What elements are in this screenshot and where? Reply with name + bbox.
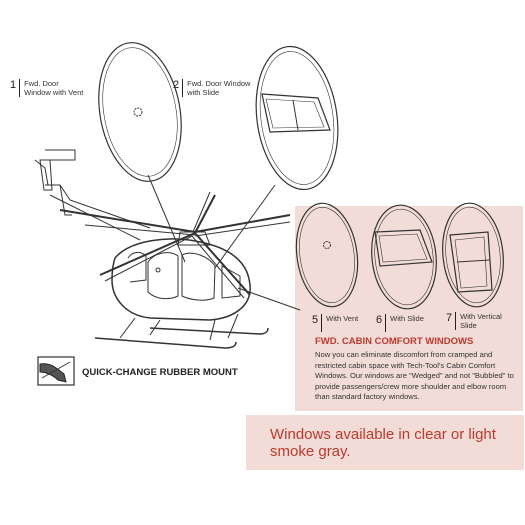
window-vent-icon [98, 42, 182, 182]
callout-number: 7 [446, 312, 453, 324]
window-vertical-slide-icon [442, 202, 504, 308]
divider [19, 79, 21, 97]
callout-number: 5 [312, 314, 319, 326]
callout-5: 5 With Vent [312, 314, 366, 332]
divider [321, 314, 323, 332]
panel-title: FWD. CABIN COMFORT WINDOWS [315, 336, 474, 347]
callout-label: Fwd. Door Window with Vent [24, 79, 84, 97]
callout-number: 1 [10, 79, 17, 91]
callout-6: 6 With Slide [376, 314, 430, 332]
window-slide-icon [255, 45, 339, 191]
divider [385, 314, 387, 332]
rubber-mount-label: QUICK-CHANGE RUBBER MOUNT [82, 367, 238, 378]
callout-1: 1 Fwd. Door Window with Vent [10, 79, 84, 97]
window-vent-icon [295, 202, 359, 308]
panel-body: Now you can eliminate discomfort from cr… [315, 350, 514, 402]
callout-7: 7 With Vertical Slide [446, 312, 504, 330]
callout-number: 2 [173, 79, 180, 91]
divider [455, 312, 457, 330]
rubber-mount-icon [37, 356, 75, 386]
availability-text: Windows available in clear or light smok… [270, 426, 496, 460]
callout-number: 6 [376, 314, 383, 326]
callout-2: 2 Fwd. Door Window with Slide [173, 79, 252, 97]
divider [182, 79, 184, 97]
window-slide-icon [371, 204, 437, 310]
availability-box [246, 415, 524, 470]
callout-label: With Slide [390, 314, 424, 323]
callout-label: With Vent [326, 314, 359, 323]
callout-label: Fwd. Door Window with Slide [187, 79, 251, 97]
callout-label: With Vertical Slide [460, 312, 502, 330]
helicopter-illustration [34, 149, 291, 349]
